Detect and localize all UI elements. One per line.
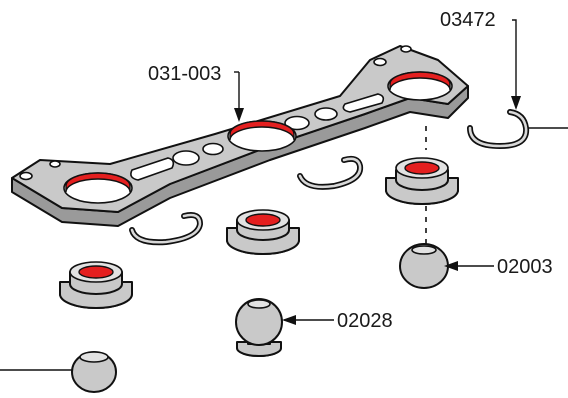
label-02028: 02028 bbox=[337, 310, 393, 332]
callout-plate: 031-003 bbox=[148, 63, 244, 122]
ball-stud bbox=[235, 298, 283, 357]
label-031-003: 031-003 bbox=[148, 63, 221, 85]
bushing-left bbox=[59, 261, 133, 309]
circlip-left bbox=[129, 212, 204, 246]
bushing-center bbox=[226, 209, 300, 255]
circlip-middle bbox=[297, 155, 364, 190]
ball-joint-lower bbox=[71, 351, 117, 393]
ball-joint bbox=[399, 243, 449, 289]
label-02003: 02003 bbox=[497, 256, 553, 278]
mounting-plate bbox=[11, 45, 469, 227]
callout-ball-stud: 02028 bbox=[282, 310, 393, 332]
label-03472: 03472 bbox=[440, 9, 496, 31]
callout-circlip: 03472 bbox=[440, 9, 521, 110]
bushing-right bbox=[385, 157, 459, 205]
callout-ball: 02003 bbox=[444, 256, 553, 278]
circlip-right bbox=[467, 109, 530, 150]
